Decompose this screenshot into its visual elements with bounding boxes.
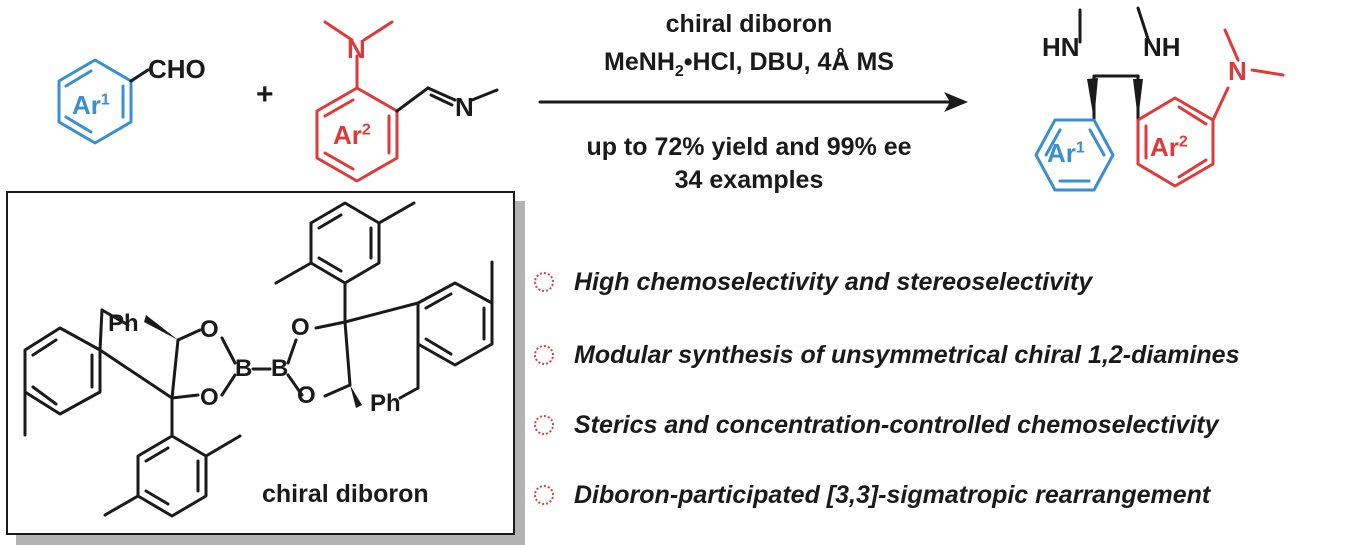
cond-meNH: MeNH: [604, 48, 675, 76]
ar2-sup: 2: [361, 121, 371, 139]
reactant2-n-dimethyl: N: [347, 34, 366, 64]
feature-item: Modular synthesis of unsymmetrical chira…: [534, 337, 1240, 373]
dotted-circle-icon: [534, 272, 554, 292]
plus-sign: +: [256, 78, 274, 111]
diboron-o3: O: [291, 314, 310, 341]
diboron-o1: O: [200, 316, 219, 343]
diboron-o4: O: [297, 382, 316, 409]
p-ar1-sup: 1: [1075, 139, 1085, 157]
cond-sub2: 2: [674, 63, 684, 80]
product-ring2-label: Ar2: [1150, 134, 1188, 160]
ar2-text: Ar: [333, 120, 362, 150]
ar1-sup: 1: [100, 91, 110, 109]
diboron-b1: B: [235, 355, 253, 382]
arrow-head: [944, 92, 968, 112]
diboron-o2: O: [200, 384, 219, 411]
product-ring1-label: Ar1: [1047, 140, 1085, 166]
diboron-b2: B: [271, 355, 289, 382]
feature-text: Modular synthesis of unsymmetrical chira…: [574, 340, 1240, 369]
feature-item: High chemoselectivity and stereoselectiv…: [534, 264, 1092, 300]
product-hn: HN: [1042, 32, 1080, 62]
p-ar2-text: Ar: [1150, 132, 1179, 162]
feature-text: High chemoselectivity and stereoselectiv…: [574, 267, 1093, 296]
feature-item: Diboron-participated [3,3]-sigmatropic r…: [534, 477, 1210, 513]
conditions-line4: 34 examples: [674, 166, 824, 194]
reactant2-imine: [395, 86, 499, 113]
dotted-circle-icon: [534, 415, 554, 435]
diboron-ph-top: Ph: [108, 310, 139, 337]
reactant2-ring-label: Ar2: [333, 122, 371, 148]
conditions-line2: MeNH2•HCl, DBU, 4Å MS: [540, 50, 958, 80]
product-ring2: [1136, 28, 1285, 188]
conditions-line3: up to 72% yield and 99% ee: [586, 133, 912, 161]
diboron-ph-bottom: Ph: [370, 390, 401, 417]
p-ar2-sup: 2: [1178, 133, 1188, 151]
product-n-dimethyl: N: [1228, 56, 1247, 86]
ar1-text: Ar: [72, 90, 101, 120]
diboron-structure: [23, 201, 494, 518]
feature-text: Sterics and concentration-controlled che…: [574, 410, 1219, 439]
product-nh: NH: [1143, 32, 1181, 62]
dotted-circle-icon: [534, 485, 554, 505]
reactant1-cho-bond: [129, 68, 150, 83]
reactant1-cho: CHO: [148, 54, 206, 84]
p-ar1-text: Ar: [1047, 138, 1076, 168]
wedge-bonds: [144, 78, 1143, 408]
reactant1-ring-label: Ar1: [72, 92, 110, 118]
conditions-line1: chiral diboron: [665, 10, 833, 38]
reactant2-imine-n: N: [455, 92, 474, 122]
feature-item: Sterics and concentration-controlled che…: [534, 407, 1219, 443]
feature-text: Diboron-participated [3,3]-sigmatropic r…: [574, 480, 1211, 509]
dotted-circle-icon: [534, 345, 554, 365]
cond-rest: •HCl, DBU, 4Å MS: [683, 48, 894, 76]
diboron-caption: chiral diboron: [262, 480, 429, 508]
